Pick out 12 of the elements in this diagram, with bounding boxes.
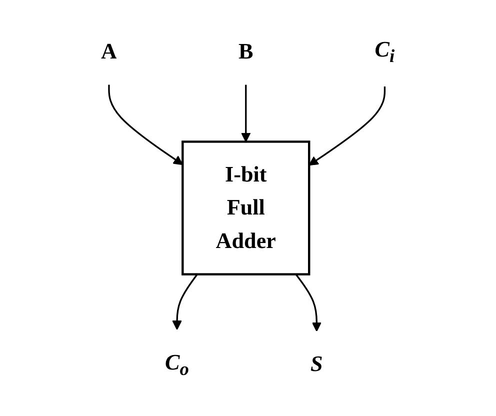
node-text: C$_{o}$: [165, 350, 190, 380]
node-box: [182, 140, 310, 276]
arrow: [172, 274, 198, 330]
arrow: [308, 86, 386, 166]
node-text: B: [238, 39, 254, 64]
arrow: [241, 84, 251, 142]
diagram-drawing: A B I-bit Full Adder C$_{i}$ C$_{o}$ S: [59, 8, 437, 408]
arrow: [108, 84, 184, 166]
node-text: A: [101, 39, 118, 64]
arrow: [295, 274, 322, 332]
node-text: S: [310, 352, 323, 376]
node-text: C$_{i}$: [374, 38, 395, 67]
